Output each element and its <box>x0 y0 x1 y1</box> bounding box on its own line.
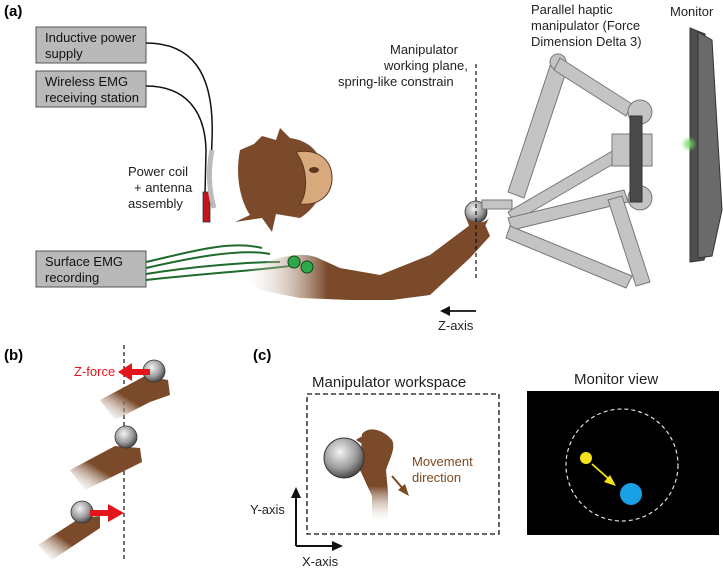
workspace-boundary-circle <box>565 408 679 522</box>
svg-text:Inductive power: Inductive power <box>45 30 137 45</box>
monitor-view-screen <box>527 391 719 535</box>
svg-text:assembly: assembly <box>128 196 183 211</box>
monitor-label: Monitor <box>670 4 714 19</box>
hand-pose-1 <box>100 359 170 420</box>
svg-text:+ antenna: + antenna <box>134 180 193 195</box>
implant-headstage <box>206 149 217 209</box>
workspace-hand <box>323 429 394 524</box>
cursor-dot <box>580 452 592 464</box>
inductive-power-supply-box: Inductive power supply <box>35 26 147 64</box>
svg-text:spring-like constrain: spring-like constrain <box>338 74 454 89</box>
svg-text:Wireless EMG: Wireless EMG <box>45 74 128 89</box>
haptic-manipulator <box>481 53 653 289</box>
emg-electrode-1 <box>287 255 301 269</box>
z-force-arrow-right <box>90 504 124 522</box>
emg-electrode-2 <box>300 260 314 274</box>
haptic-label: Parallel haptic <box>531 2 613 17</box>
hand-pose-2 <box>70 425 142 490</box>
svg-text:working plane,: working plane, <box>383 58 468 73</box>
panel-label-b: (b) <box>4 347 23 364</box>
panel-label-a: (a) <box>4 3 22 20</box>
surface-emg-box: Surface EMG recording <box>35 250 147 288</box>
z-force-arrow-left <box>118 363 150 381</box>
monkey-head <box>235 128 333 232</box>
svg-text:direction: direction <box>412 470 461 485</box>
power-coil <box>202 191 211 223</box>
emg-receiver-cable <box>145 85 207 196</box>
power-coil-label: Power coil <box>128 164 188 179</box>
z-axis-label: Z-axis <box>438 318 474 333</box>
z-axis-arrow <box>440 306 476 316</box>
workspace-title: Manipulator workspace <box>312 374 466 391</box>
svg-text:Dimension Delta 3): Dimension Delta 3) <box>531 34 642 49</box>
workspace-box <box>306 393 500 535</box>
svg-text:supply: supply <box>45 46 83 61</box>
svg-text:Surface EMG: Surface EMG <box>45 254 123 269</box>
hand-pose-3 <box>38 500 124 560</box>
svg-text:recording: recording <box>45 270 99 285</box>
plane-label: Manipulator <box>390 42 459 57</box>
y-axis-label: Y-axis <box>250 502 285 517</box>
target-dot <box>620 483 642 505</box>
power-cable <box>145 42 213 196</box>
cursor-movement-arrow <box>591 463 616 486</box>
svg-text:manipulator (Force: manipulator (Force <box>531 18 640 33</box>
z-force-label: Z-force <box>74 364 115 379</box>
xy-axes <box>291 487 343 551</box>
movement-label: Movement <box>412 454 473 469</box>
movement-direction-arrow <box>391 475 409 496</box>
monkey-arm <box>240 222 490 300</box>
panel-label-c: (c) <box>253 347 271 364</box>
monkey-hand <box>466 216 490 228</box>
wireless-emg-box: Wireless EMG receiving station <box>35 70 147 108</box>
monitor-view-title: Monitor view <box>574 371 658 388</box>
monitor <box>681 27 723 263</box>
x-axis-label: X-axis <box>302 554 339 569</box>
svg-text:receiving station: receiving station <box>45 90 139 105</box>
